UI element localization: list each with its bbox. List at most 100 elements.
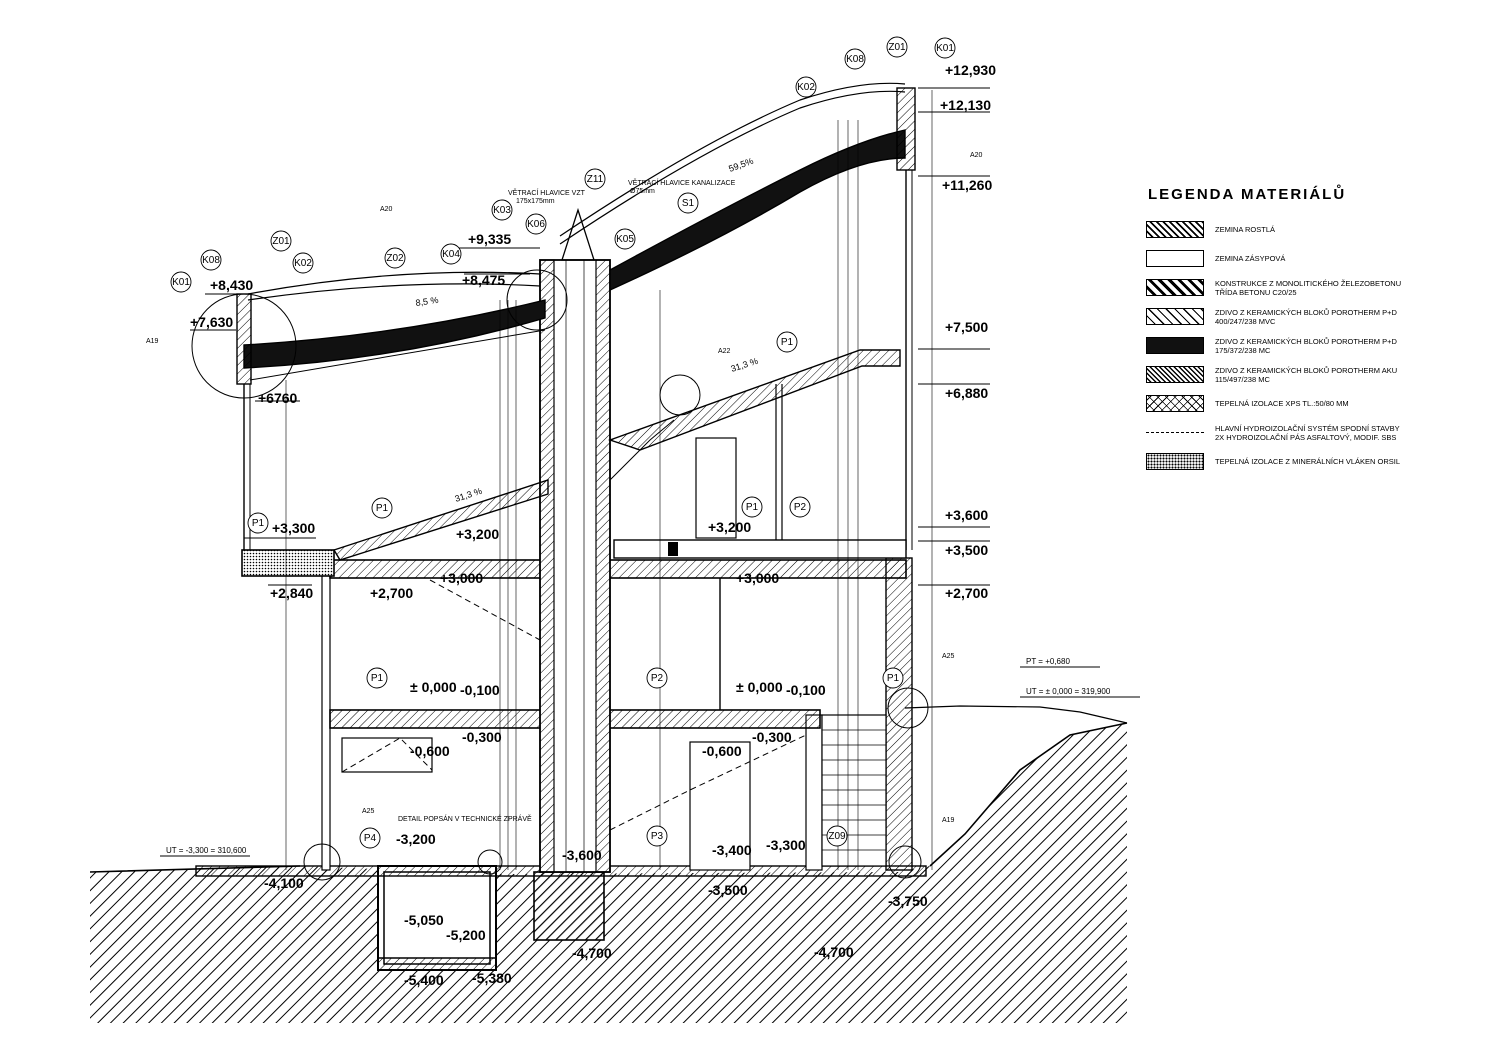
terrain-ut0: UT = ± 0,000 = 319,900 [1026, 687, 1111, 696]
legend-text: TEPELNÁ IZOLACE XPS tl.:50/80 mm [1215, 399, 1349, 408]
ground-hatch [90, 723, 1127, 1023]
level-m0600-left: -0,600 [410, 743, 450, 759]
swatch-concrete [1146, 279, 1204, 296]
swatch-mineral-wool [1146, 453, 1204, 470]
level-3000-right: +3,000 [736, 570, 779, 586]
level-m5200: -5,200 [446, 927, 486, 943]
level-7630: +7,630 [190, 314, 233, 330]
left-roof [243, 299, 546, 369]
anno-a25-right: A25 [942, 653, 955, 660]
material-legend: LEGENDA MATERIÁLŮ ZEMINA ROSTLÁ ZEMINA Z… [1146, 186, 1466, 476]
tag-p1-ground: P1 [371, 673, 384, 684]
tag-z01-left: Z01 [272, 236, 290, 247]
anno-a19-right: A19 [942, 817, 955, 824]
level-m4700-left: -4,700 [572, 945, 612, 961]
legend-text: TEPELNÁ IZOLACE Z MINERÁLNÍCH VLÁKEN ORS… [1215, 457, 1401, 466]
level-m4100: -4,100 [264, 875, 304, 891]
anno-a20-left: A20 [380, 206, 393, 213]
terrain-ut3300: UT = -3,300 = 310,600 [166, 846, 247, 855]
swatch-backfill [1146, 250, 1204, 267]
level-3200-left: +3,200 [456, 526, 499, 542]
tag-k08-left: K08 [202, 255, 220, 266]
level-6760: +6760 [258, 390, 298, 406]
level-m3400: -3,400 [712, 842, 752, 858]
tag-p4: P4 [364, 833, 377, 844]
anno-vent-vzt: VĚTRACÍ HLAVICE VZT [508, 188, 586, 197]
core-foundation [533, 871, 605, 941]
right-roof [609, 129, 906, 292]
legend-text: KONSTRUKCE Z MONOLITICKÉHO ŽELEZOBETONU … [1215, 278, 1402, 297]
tag-p2-ground: P2 [651, 673, 664, 684]
level-8430: +8,430 [210, 277, 253, 293]
tag-p2-right: P2 [794, 502, 807, 513]
tag-k03: K03 [493, 205, 511, 216]
level-m3200: -3,200 [396, 831, 436, 847]
level-3000-left: +3,000 [440, 570, 483, 586]
level-8475: +8,475 [462, 272, 505, 288]
level-m3500: -3,500 [708, 882, 748, 898]
tag-z09: Z09 [828, 831, 846, 842]
level-11260: +11,260 [942, 177, 992, 193]
swatch-masonry-400 [1146, 308, 1204, 325]
level-m3600: -3,600 [562, 847, 602, 863]
level-m0300-left: -0,300 [462, 729, 502, 745]
legend-text: ZDIVO Z KERAMICKÝCH BLOKŮ POROTHERM AKU … [1215, 365, 1398, 384]
legend-text: HLAVNÍ HYDROIZOLAČNÍ SYSTÉM SPODNÍ STAVB… [1215, 423, 1400, 442]
level-m5400: -5,400 [404, 972, 444, 988]
balcony [241, 549, 335, 577]
tag-k02-right: K02 [797, 82, 815, 93]
tag-p3: P3 [651, 831, 664, 842]
level-m0100-left: -0,100 [460, 682, 500, 698]
swatch-xps-insulation [1146, 395, 1204, 412]
level-m5380: -5,380 [472, 970, 512, 986]
level-12130: +12,130 [940, 97, 991, 113]
slope-upper-stair: 31,3 % [730, 356, 760, 374]
swatch-masonry-115 [1146, 366, 1204, 383]
level-m4700-right: -4,700 [814, 944, 854, 960]
tag-p1-right: P1 [746, 502, 759, 513]
tag-s1: S1 [682, 198, 695, 209]
legend-text: ZDIVO Z KERAMICKÝCH BLOKŮ POROTHERM P+D … [1215, 307, 1397, 326]
level-2840: +2,840 [270, 585, 313, 601]
slab-3000 [329, 559, 907, 579]
anno-a25-left: A25 [362, 808, 375, 815]
swatch-masonry-175 [1146, 337, 1204, 354]
tag-p1-balcony: P1 [252, 518, 265, 529]
level-12930: +12,930 [945, 62, 996, 78]
level-3500: +3,500 [945, 542, 988, 558]
level-9335: +9,335 [468, 231, 511, 247]
legend-item: KONSTRUKCE Z MONOLITICKÉHO ŽELEZOBETONU … [1146, 273, 1466, 302]
mid-stair [332, 479, 549, 561]
level-6880: +6,880 [945, 385, 988, 401]
tag-k08-right: K08 [846, 54, 864, 65]
anno-a19: A19 [146, 338, 159, 345]
level-7500: +7,500 [945, 319, 988, 335]
level-3200-right: +3,200 [708, 519, 751, 535]
tag-k01-left: K01 [172, 277, 190, 288]
swatch-waterproofing [1146, 432, 1204, 433]
anno-vent-kanal: VĚTRACÍ HLAVICE KANALIZACE [628, 178, 736, 187]
legend-item: HLAVNÍ HYDROIZOLAČNÍ SYSTÉM SPODNÍ STAVB… [1146, 418, 1466, 447]
anno-detail: DETAIL POPSÁN V TECHNICKÉ ZPRÁVĚ [398, 814, 532, 823]
legend-item: ZDIVO Z KERAMICKÝCH BLOKŮ POROTHERM P+D … [1146, 302, 1466, 331]
tag-k05: K05 [616, 234, 634, 245]
legend-item: TEPELNÁ IZOLACE Z MINERÁLNÍCH VLÁKEN ORS… [1146, 447, 1466, 476]
level-2700-left: +2,700 [370, 585, 413, 601]
anno-a20-right: A20 [970, 152, 983, 159]
terrain-pt: PT = +0,680 [1026, 657, 1070, 666]
level-2700-right: +2,700 [945, 585, 988, 601]
legend-text: ZDIVO Z KERAMICKÝCH BLOKŮ POROTHERM P+D … [1215, 336, 1397, 355]
level-m5050: -5,050 [404, 912, 444, 928]
slope-left-roof: 8,5 % [415, 295, 439, 308]
legend-item: ZDIVO Z KERAMICKÝCH BLOKŮ POROTHERM P+D … [1146, 331, 1466, 360]
tag-z02: Z02 [386, 253, 404, 264]
tag-k04: K04 [442, 249, 460, 260]
level-3600: +3,600 [945, 507, 988, 523]
legend-text: ZEMINA ZÁSYPOVÁ [1215, 254, 1286, 263]
tag-k01-right: K01 [936, 43, 954, 54]
tag-p1-entry: P1 [887, 673, 900, 684]
anno-vent-kanal-size: Ø75mm [630, 188, 655, 195]
swatch-native-soil [1146, 221, 1204, 238]
legend-item: ZDIVO Z KERAMICKÝCH BLOKŮ POROTHERM AKU … [1146, 360, 1466, 389]
